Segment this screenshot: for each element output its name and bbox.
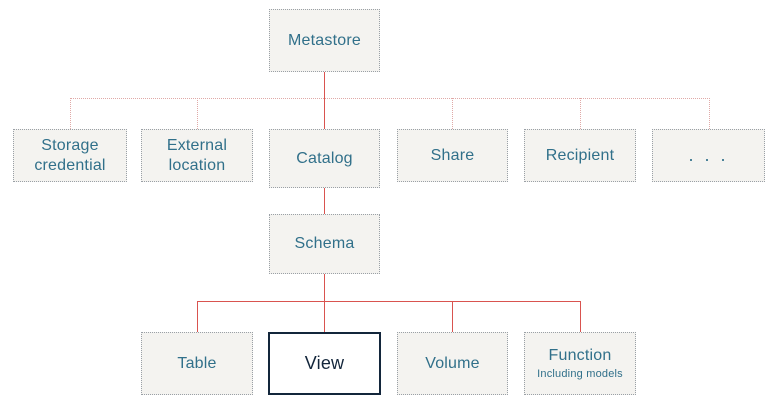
connector-catalog-schema bbox=[324, 188, 325, 214]
node-table-label: Table bbox=[177, 354, 217, 372]
connector-drop-more bbox=[709, 98, 710, 129]
node-metastore[interactable]: Metastore bbox=[269, 9, 380, 72]
node-storage-credential-line1: Storage bbox=[41, 136, 99, 154]
connector-drop-external-location bbox=[197, 98, 198, 129]
node-recipient-label: Recipient bbox=[545, 146, 615, 164]
connector-drop-catalog bbox=[324, 98, 325, 129]
node-view[interactable]: View bbox=[268, 332, 381, 395]
connector-drop-volume bbox=[452, 301, 453, 332]
node-catalog[interactable]: Catalog bbox=[269, 129, 380, 188]
node-table[interactable]: Table bbox=[141, 332, 253, 395]
node-function-sublabel: Including models bbox=[537, 368, 623, 381]
connector-drop-function bbox=[580, 301, 581, 332]
node-recipient[interactable]: Recipient bbox=[524, 129, 636, 182]
node-external-location[interactable]: External location bbox=[141, 129, 253, 182]
connector-drop-share bbox=[452, 98, 453, 129]
node-share[interactable]: Share bbox=[397, 129, 508, 182]
node-function[interactable]: Function Including models bbox=[524, 332, 636, 395]
node-share-label: Share bbox=[430, 146, 475, 164]
connector-row2-bus bbox=[70, 98, 710, 99]
connector-drop-recipient bbox=[580, 98, 581, 129]
node-metastore-label: Metastore bbox=[288, 31, 361, 49]
node-external-location-line2: location bbox=[168, 156, 226, 174]
node-volume-label: Volume bbox=[425, 354, 480, 372]
connector-drop-view bbox=[324, 301, 325, 332]
connector-drop-table bbox=[197, 301, 198, 332]
node-function-label: Function bbox=[548, 347, 612, 365]
node-view-label: View bbox=[304, 353, 345, 374]
node-schema-label: Schema bbox=[294, 235, 355, 252]
node-schema[interactable]: Schema bbox=[269, 214, 380, 274]
connector-schema-stem bbox=[324, 274, 325, 301]
node-catalog-label: Catalog bbox=[296, 149, 353, 167]
connector-row4-bus bbox=[197, 301, 581, 302]
connector-drop-storage-credential bbox=[70, 98, 71, 129]
connector-metastore-stem bbox=[324, 72, 325, 98]
node-storage-credential[interactable]: Storage credential bbox=[13, 129, 127, 182]
node-external-location-line1: External bbox=[166, 136, 228, 154]
node-more-label: . . . bbox=[688, 145, 729, 166]
node-more[interactable]: . . . bbox=[652, 129, 765, 182]
node-volume[interactable]: Volume bbox=[397, 332, 508, 395]
node-storage-credential-line2: credential bbox=[34, 156, 106, 174]
